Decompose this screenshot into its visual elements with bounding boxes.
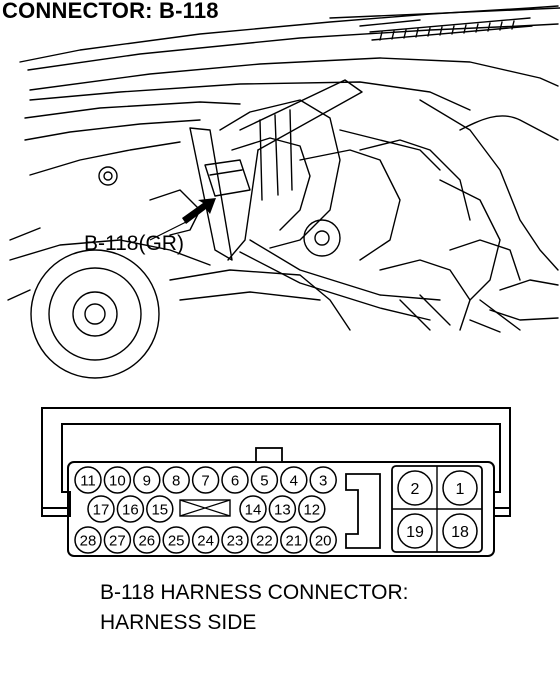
pin-12-circle: [298, 495, 326, 523]
connector-caption: B-118 HARNESS CONNECTOR: HARNESS SIDE: [100, 578, 408, 638]
caption-line-2: HARNESS SIDE: [100, 611, 257, 634]
pin-24-label: 24: [197, 532, 214, 549]
pin-14-label: 14: [245, 501, 262, 518]
pin-10-circle: [103, 466, 132, 494]
pin-3-circle: [309, 466, 337, 494]
pin-11-label: 11: [80, 472, 96, 489]
pin-21-circle: [280, 526, 308, 554]
pin-13-label: 13: [274, 501, 291, 518]
pin-21-label: 21: [285, 532, 302, 549]
callout-leader: [149, 221, 187, 241]
pin-17-circle: [87, 495, 115, 523]
pin-8-label: 8: [172, 472, 180, 489]
pin-3-label: 3: [319, 472, 327, 489]
pin-10-label: 10: [109, 472, 126, 489]
pin-23-label: 23: [227, 532, 244, 549]
pin-25-label: 25: [168, 532, 185, 549]
pin-1-circle: [442, 470, 478, 506]
pin-16-circle: [116, 495, 145, 523]
pin-4-label: 4: [290, 472, 298, 489]
pin-18-label: 18: [451, 524, 469, 541]
pin-4-circle: [280, 466, 308, 494]
pin-27-label: 27: [109, 532, 126, 549]
pin-7-label: 7: [201, 472, 209, 489]
pin-28-label: 28: [80, 532, 97, 549]
pin-26-label: 26: [138, 532, 155, 549]
pin-19-label: 19: [406, 524, 424, 541]
pin-28-circle: [74, 526, 102, 554]
pin-8-circle: [162, 466, 190, 494]
pin-6-circle: [221, 466, 249, 494]
callout-arrow: [182, 198, 216, 224]
pin-19-circle: [397, 513, 433, 549]
pin-1-label: 1: [456, 481, 465, 498]
pin-22-circle: [250, 526, 279, 554]
pin-14-circle: [239, 495, 267, 523]
pin-26-circle: [133, 526, 161, 554]
pin-25-circle: [162, 526, 190, 554]
connector-callout-label: B-118(GR): [84, 232, 184, 255]
pin-15-circle: [146, 495, 174, 523]
pin-20-circle: [309, 526, 337, 554]
caption-line-1: B-118 HARNESS CONNECTOR:: [100, 581, 409, 604]
pin-6-label: 6: [231, 472, 239, 489]
page-title: CONNECTOR: B-118: [2, 0, 219, 23]
pin-11-circle: [74, 466, 102, 494]
pin-22-label: 22: [256, 532, 273, 549]
pin-7-circle: [191, 466, 220, 494]
pin-20-label: 20: [315, 532, 332, 549]
pin-15-label: 15: [151, 501, 168, 518]
pin-23-circle: [221, 526, 249, 554]
pin-27-circle: [103, 526, 132, 554]
pin-2-label: 2: [411, 481, 420, 498]
pin-13-circle: [268, 495, 297, 523]
pin-5-circle: [250, 466, 279, 494]
pin-16-label: 16: [122, 501, 139, 518]
pin-24-circle: [191, 526, 220, 554]
pin-2-circle: [397, 470, 433, 506]
pin-18-circle: [442, 513, 478, 549]
pin-12-label: 12: [303, 501, 320, 518]
pin-17-label: 17: [93, 501, 110, 518]
pin-9-circle: [133, 466, 161, 494]
pin-5-label: 5: [260, 472, 268, 489]
pin-9-label: 9: [143, 472, 151, 489]
